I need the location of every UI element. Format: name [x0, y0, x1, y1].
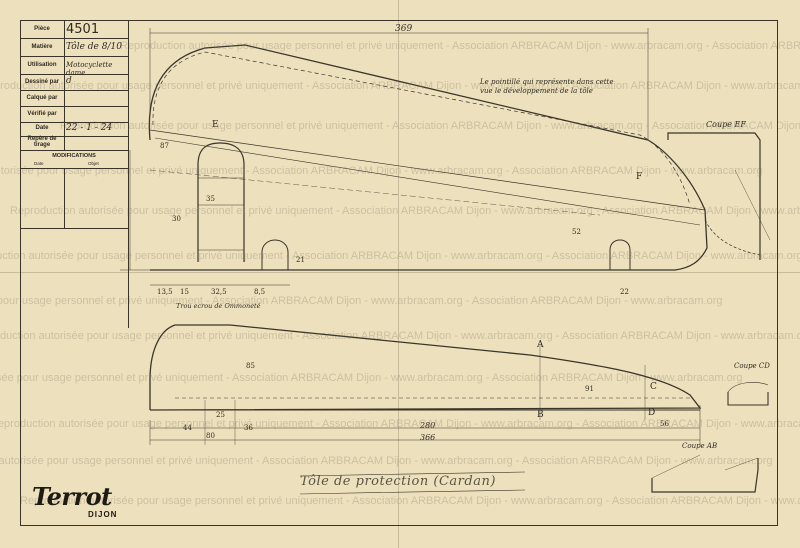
date-label: Date [35, 125, 49, 131]
dimension-8-5: 8,5 [254, 288, 266, 296]
watermark-line: Reproduction autorisée pour usage person… [120, 40, 800, 52]
dimension-52: 52 [572, 228, 581, 236]
label-c: C [650, 382, 657, 392]
note-rivet: Trou ecrou de Ommoneté [176, 302, 261, 310]
row-matiere: Matière Tôle de 8/10 [20, 38, 128, 57]
label-a: A [537, 340, 544, 350]
coupe-ab-label: Coupe AB [682, 442, 718, 450]
coupe-cd-label: Coupe CD [734, 362, 770, 370]
dimension-15: 15 [180, 288, 189, 296]
watermark-line: Reproduction autorisée pour usage person… [0, 165, 763, 177]
watermark-line: Reproduction autorisée pour usage person… [10, 205, 800, 217]
dimension-35: 35 [206, 195, 215, 203]
label-d: D [648, 408, 656, 418]
logo-city: DIJON [88, 510, 118, 519]
dimension-44: 44 [183, 424, 192, 432]
piece-value: 4501 [66, 22, 100, 37]
sheet-frame [20, 20, 778, 526]
watermark-line: Reproduction autorisée pour usage person… [0, 418, 800, 430]
dimension-13-5: 13,5 [157, 288, 173, 296]
piece-label: Pièce [34, 26, 50, 32]
modifications-column-divider [64, 168, 65, 228]
terrot-logo: Terrot DIJON [28, 482, 124, 524]
dimension-369: 369 [395, 24, 413, 34]
label-b: B [537, 410, 544, 420]
modifications-date-header: Date [34, 161, 44, 166]
row-utilisation: Utilisation Motocyclette dame [20, 56, 128, 77]
modifications-objet-header: Objet [88, 161, 99, 166]
dimension-21: 21 [296, 256, 305, 264]
date-value: 22 - 1 - 24 [66, 123, 113, 133]
watermark-line: Reproduction autorisée pour usage person… [0, 250, 800, 262]
verifie-label: Vérifié par [27, 111, 57, 117]
repere-label: Repère de tirage [27, 136, 57, 148]
dimension-80: 80 [206, 432, 215, 440]
title-block: Pièce 4501 Matière Tôle de 8/10 Utilisat… [20, 20, 129, 328]
utilisation-label: Utilisation [27, 62, 57, 68]
dimension-32-5: 32,5 [211, 288, 227, 296]
dimension-56: 56 [660, 420, 669, 428]
row-calque: Calqué par [20, 90, 128, 107]
label-e: E [212, 120, 219, 130]
dimension-36: 36 [244, 424, 253, 432]
title-block-divider [64, 20, 65, 150]
row-piece: Pièce 4501 [20, 20, 128, 39]
row-date: Date 22 - 1 - 24 [20, 122, 128, 137]
note-top: Le pointillé qui représente dans cette v… [480, 78, 614, 95]
dimension-366: 366 [420, 433, 436, 442]
row-repere: Repère de tirage [20, 136, 128, 151]
dimension-91: 91 [585, 385, 594, 393]
modifications-title: MODIFICATIONS [52, 153, 96, 159]
dimension-25: 25 [216, 411, 225, 419]
utilisation-value: Motocyclette dame [66, 61, 113, 77]
watermark-line: Reproduction autorisée pour usage person… [60, 120, 800, 132]
watermark-line: Reproduction autorisée pour usage person… [20, 495, 800, 507]
dessine-label: Dessiné par [24, 79, 60, 85]
drawing-title: Tôle de protection (Cardan) [300, 474, 496, 489]
calque-label: Calqué par [26, 95, 58, 101]
dimension-30: 30 [172, 215, 181, 223]
modifications-header-line [20, 168, 128, 169]
row-verifie: Vérifié par [20, 106, 128, 123]
watermark-line: Reproduction autorisée pour usage person… [0, 295, 723, 307]
dimension-22: 22 [620, 288, 629, 296]
coupe-ef-label: Coupe EF [706, 120, 746, 129]
modifications-bottom-line [20, 228, 128, 229]
logo-brand: Terrot [32, 482, 112, 511]
dimension-85: 85 [246, 362, 255, 370]
matiere-value: Tôle de 8/10 [66, 42, 122, 52]
dimension-87: 87 [160, 142, 169, 150]
watermark-line: Reproduction autorisée pour usage person… [0, 455, 773, 467]
fold-line-vertical [398, 0, 399, 548]
watermark-line: Reproduction autorisée pour usage person… [0, 372, 743, 384]
fold-line-horizontal [0, 272, 800, 273]
dessine-value: d [66, 76, 72, 86]
dimension-280: 280 [420, 421, 436, 430]
watermark-line: Reproduction autorisée pour usage person… [0, 330, 800, 342]
matiere-label: Matière [31, 44, 53, 50]
watermark-line: Reproduction autorisée pour usage person… [0, 80, 800, 92]
label-f: F [636, 172, 643, 182]
row-dessine: Dessiné par d [20, 74, 128, 91]
